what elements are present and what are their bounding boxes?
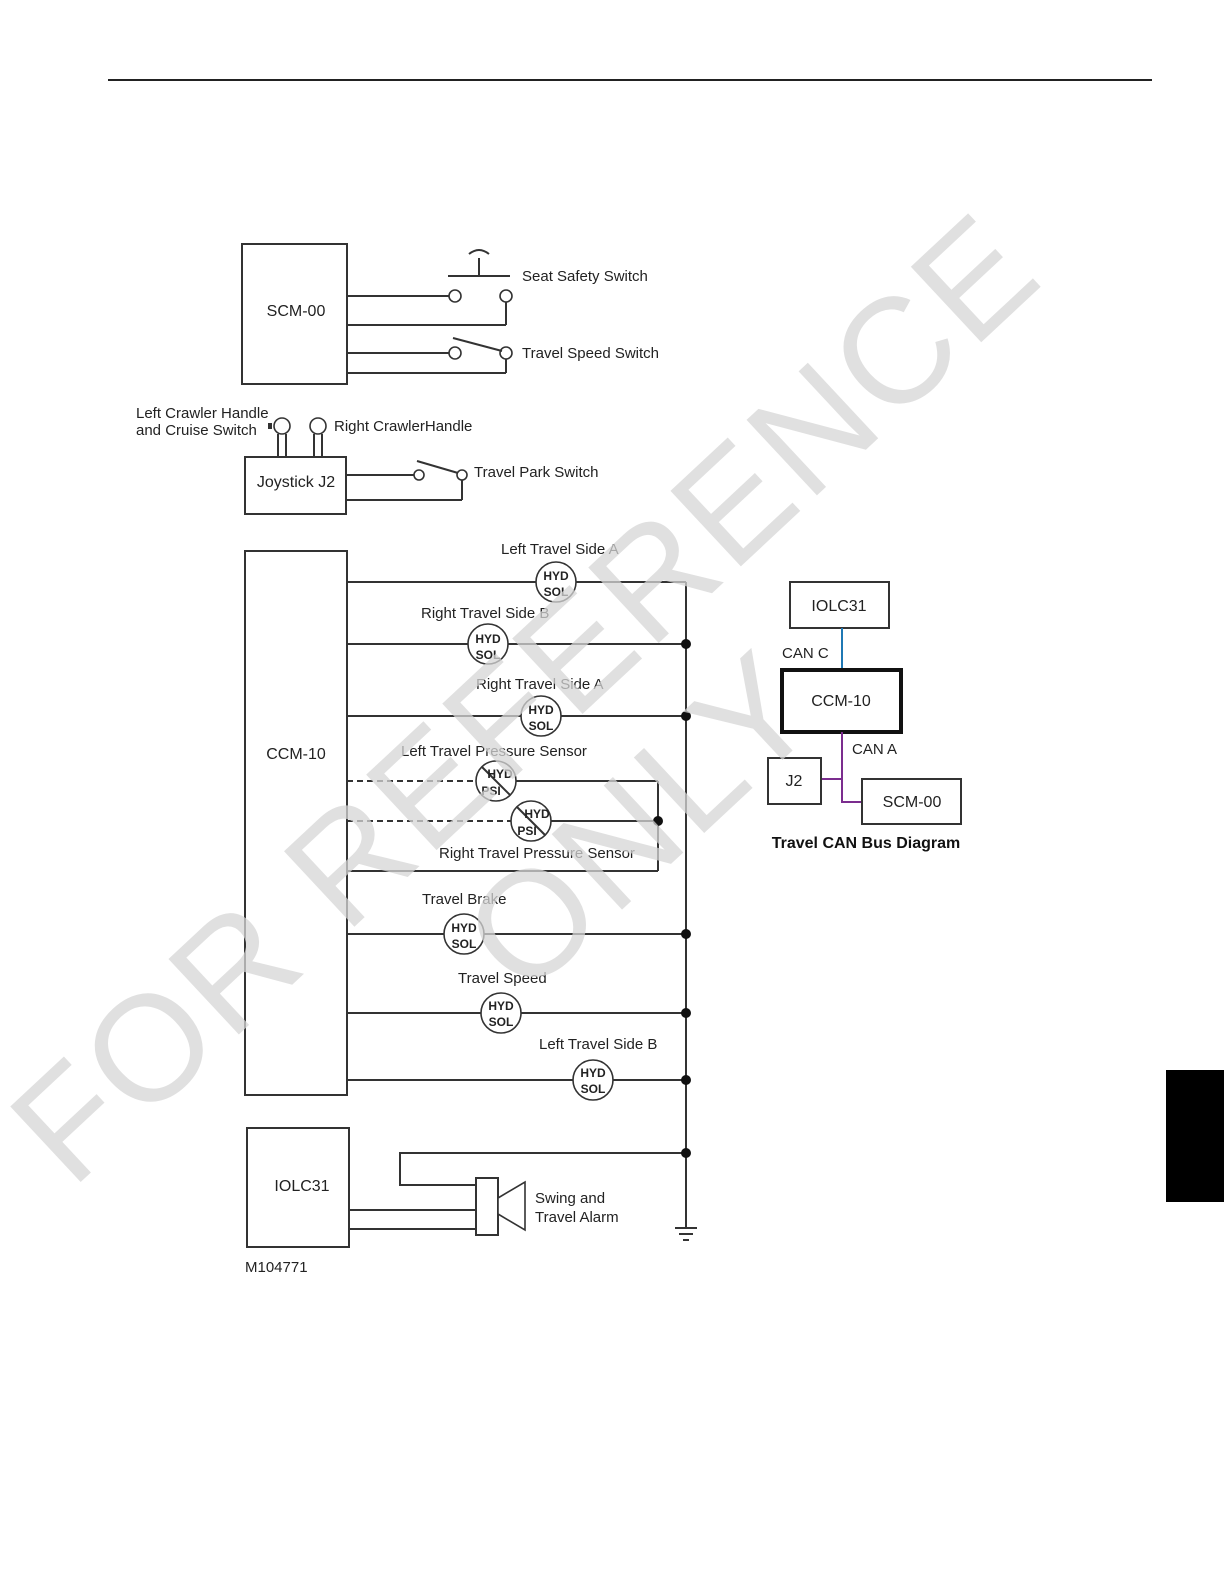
svg-text:HYD: HYD (487, 767, 513, 781)
joystick-block (244, 456, 347, 515)
right-crawler-handle (309, 417, 327, 456)
svg-text:SOL: SOL (544, 585, 569, 599)
right-crawler-handle-label: Right CrawlerHandle (334, 418, 472, 435)
right-travel-side-a-label: Right Travel Side A (476, 676, 604, 693)
can-j2-label: J2 (786, 773, 803, 790)
travel-speed-label: Travel Speed (458, 970, 547, 987)
svg-text:SOL: SOL (476, 648, 501, 662)
can-c-label: CAN C (782, 645, 829, 662)
ground-symbol (675, 1227, 697, 1241)
svg-text:PSI: PSI (517, 824, 536, 838)
travel-speed-solenoid: HYD SOL (480, 992, 522, 1034)
can-iolc31-label: IOLC31 (811, 598, 866, 615)
left-crawler-handle-label-1: Left Crawler Handle (136, 405, 269, 422)
can-j2-box (767, 757, 822, 805)
svg-text:SOL: SOL (581, 1082, 606, 1096)
left-travel-side-a-label: Left Travel Side A (501, 541, 619, 558)
can-ccm10-box (780, 668, 903, 734)
left-travel-side-b-label: Left Travel Side B (539, 1036, 657, 1053)
svg-text:SOL: SOL (452, 937, 477, 951)
swing-travel-alarm (475, 1177, 526, 1236)
can-iolc31-box (789, 581, 890, 629)
right-travel-pressure-sensor: HYD PSI (510, 800, 552, 842)
alarm-label-1: Swing and (535, 1190, 605, 1207)
scm00-label: SCM-00 (267, 303, 326, 320)
can-ccm10-label: CCM-10 (811, 693, 871, 710)
svg-text:HYD: HYD (488, 999, 514, 1013)
joystick-label: Joystick J2 (257, 474, 335, 491)
seat-safety-switch (347, 249, 513, 326)
svg-text:HYD: HYD (543, 569, 569, 583)
ccm10-label: CCM-10 (266, 746, 326, 763)
right-travel-side-a-solenoid: HYD SOL (520, 695, 562, 737)
can-scm00-label: SCM-00 (883, 794, 942, 811)
ccm10-block (244, 550, 348, 1096)
travel-speed-switch-label: Travel Speed Switch (522, 345, 659, 362)
svg-text:HYD: HYD (528, 703, 554, 717)
left-crawler-handle-label-2: and Cruise Switch (136, 422, 257, 439)
svg-text:HYD: HYD (524, 807, 550, 821)
svg-text:HYD: HYD (475, 632, 501, 646)
svg-text:SOL: SOL (489, 1015, 514, 1029)
section-tab-marker (1166, 1070, 1224, 1202)
left-travel-side-b-solenoid: HYD SOL (572, 1059, 614, 1101)
can-bus-title: Travel CAN Bus Diagram (772, 835, 961, 852)
travel-speed-switch (347, 337, 513, 374)
svg-text:PSI: PSI (481, 784, 500, 798)
can-a-scm00-branch (841, 779, 862, 803)
svg-text:HYD: HYD (580, 1066, 606, 1080)
iolc31-block (246, 1127, 350, 1248)
can-scm00-box (861, 778, 962, 825)
travel-park-switch-label: Travel Park Switch (474, 464, 598, 481)
svg-text:SOL: SOL (529, 719, 554, 733)
seat-safety-switch-label: Seat Safety Switch (522, 268, 648, 285)
can-a-label: CAN A (852, 741, 897, 758)
iolc31-label: IOLC31 (274, 1178, 329, 1195)
right-travel-side-b-solenoid: HYD SOL (467, 623, 509, 665)
left-travel-pressure-sensor: HYD PSI (475, 760, 517, 802)
travel-brake-solenoid: HYD SOL (443, 913, 485, 955)
right-travel-side-b-label: Right Travel Side B (421, 605, 549, 622)
scm00-block (241, 243, 348, 385)
right-travel-pressure-sensor-label: Right Travel Pressure Sensor (439, 845, 635, 862)
svg-text:HYD: HYD (451, 921, 477, 935)
left-travel-side-a-solenoid: HYD SOL (535, 561, 577, 603)
can-bus-diagram: IOLC31 CAN C CCM-10 CAN A J2 SCM-00 Trav… (767, 581, 962, 852)
travel-park-switch (346, 460, 468, 501)
svg-text:FOR REFERENCE: FOR REFERENCE (0, 180, 1070, 1214)
left-crawler-handle (268, 417, 291, 456)
alarm-label-2: Travel Alarm (535, 1209, 619, 1226)
left-travel-pressure-sensor-label: Left Travel Pressure Sensor (401, 743, 587, 760)
figure-id: M104771 (245, 1259, 308, 1276)
travel-brake-label: Travel Brake (422, 891, 506, 908)
